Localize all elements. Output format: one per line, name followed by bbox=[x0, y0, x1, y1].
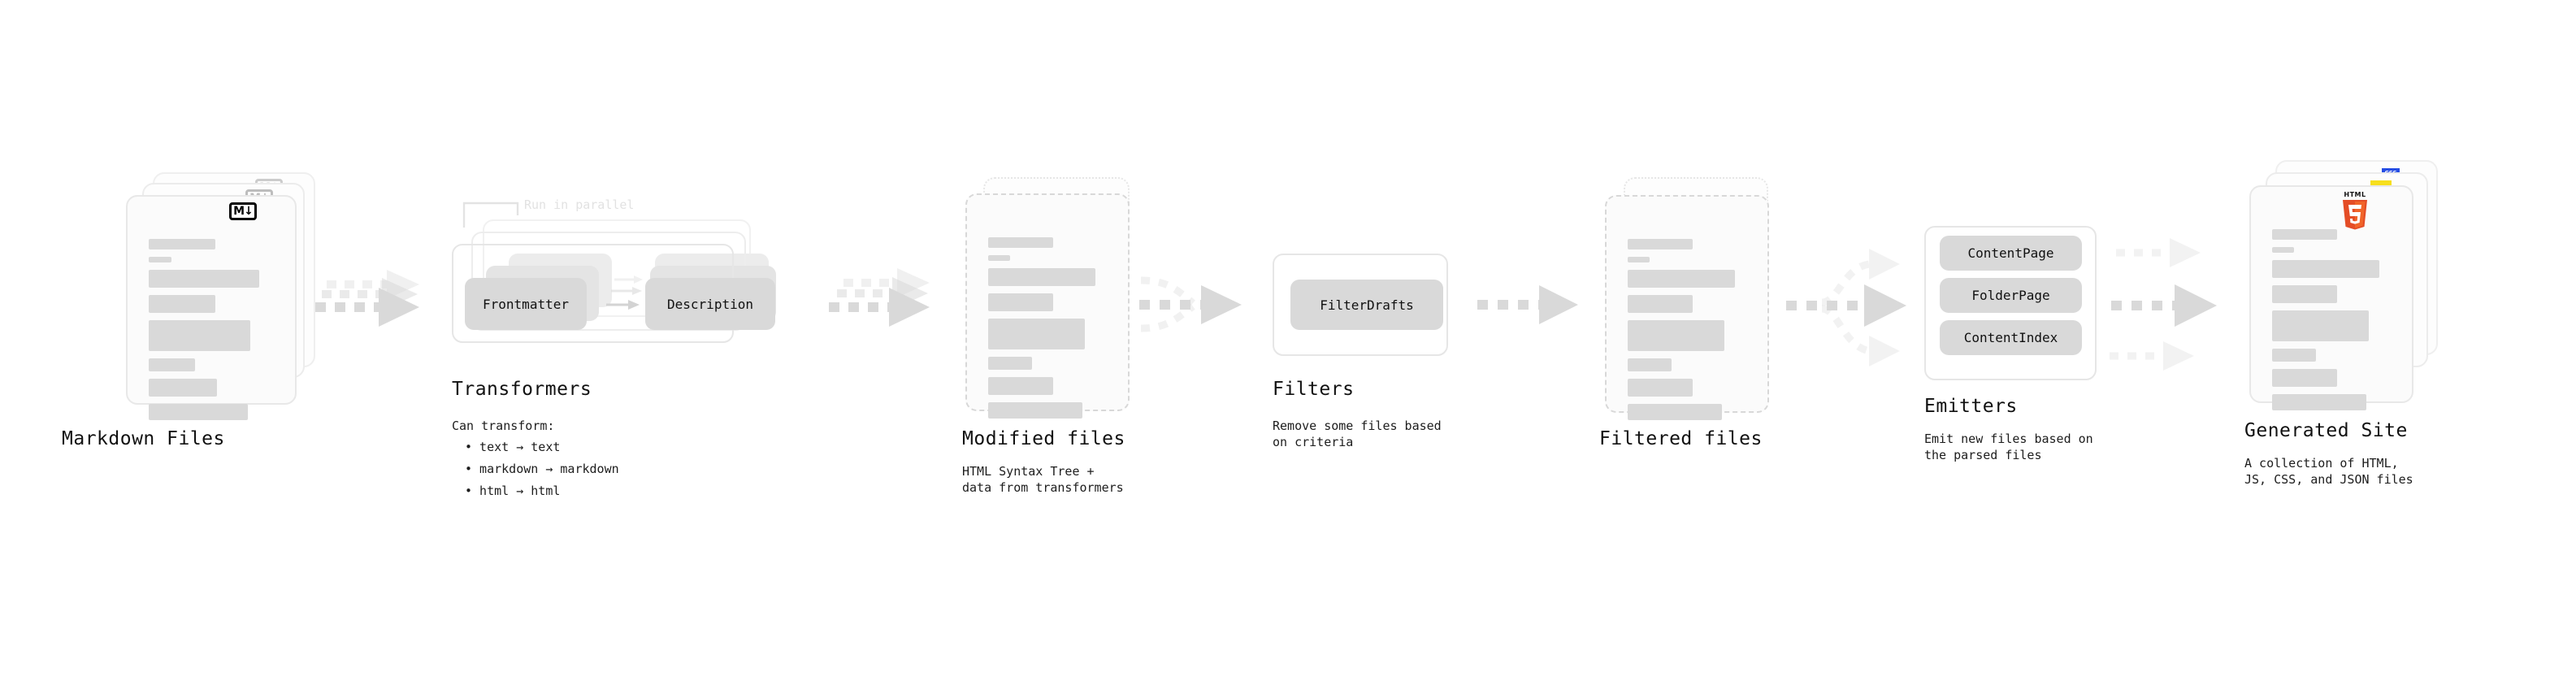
generated-site-subcaption: A collection of HTML, JS, CSS, and JSON … bbox=[2244, 456, 2413, 487]
pill-contentpage[interactable]: ContentPage bbox=[1940, 236, 2082, 271]
pill-folderpage[interactable]: FolderPage bbox=[1940, 278, 2082, 313]
caption-markdown-files: Markdown Files bbox=[62, 428, 225, 449]
caption-filters: Filters bbox=[1273, 379, 1355, 400]
filtered-card-front bbox=[1605, 195, 1769, 420]
caption-emitters: Emitters bbox=[1924, 396, 2018, 417]
caption-transformers: Transformers bbox=[452, 379, 592, 400]
filtered-placeholder-lines bbox=[1628, 239, 1750, 427]
modified-files-subcaption: HTML Syntax Tree + data from transformer… bbox=[962, 464, 1124, 495]
transformers-subcaption: Can transform: bbox=[452, 419, 555, 433]
transformers-bullet-0: • text → text bbox=[465, 440, 561, 454]
site-card-front bbox=[2249, 185, 2413, 410]
pill-description[interactable]: Description bbox=[645, 278, 775, 330]
pill-filterdrafts[interactable]: FilterDrafts bbox=[1290, 280, 1443, 330]
svg-text:HTML: HTML bbox=[2344, 191, 2366, 198]
markdown-badge-front: M↓ bbox=[229, 202, 257, 220]
caption-filtered-files: Filtered files bbox=[1599, 428, 1763, 449]
caption-modified-files: Modified files bbox=[962, 428, 1125, 449]
transformers-bullet-1: • markdown → markdown bbox=[465, 462, 619, 476]
transformers-bullet-2: • html → html bbox=[465, 484, 561, 498]
markdown-placeholder-lines bbox=[149, 239, 277, 427]
filters-subcaption: Remove some files based on criteria bbox=[1273, 419, 1442, 449]
site-placeholder-lines bbox=[2272, 229, 2394, 418]
markdown-card-front bbox=[126, 195, 297, 420]
emitters-subcaption: Emit new files based on the parsed files bbox=[1924, 432, 2093, 462]
caption-generated-site: Generated Site bbox=[2244, 420, 2408, 441]
pill-contentindex[interactable]: ContentIndex bbox=[1940, 320, 2082, 355]
pill-frontmatter[interactable]: Frontmatter bbox=[465, 278, 587, 330]
modified-placeholder-lines bbox=[988, 237, 1110, 426]
run-in-parallel-label: Run in parallel bbox=[524, 197, 635, 212]
modified-card-front bbox=[965, 193, 1130, 419]
